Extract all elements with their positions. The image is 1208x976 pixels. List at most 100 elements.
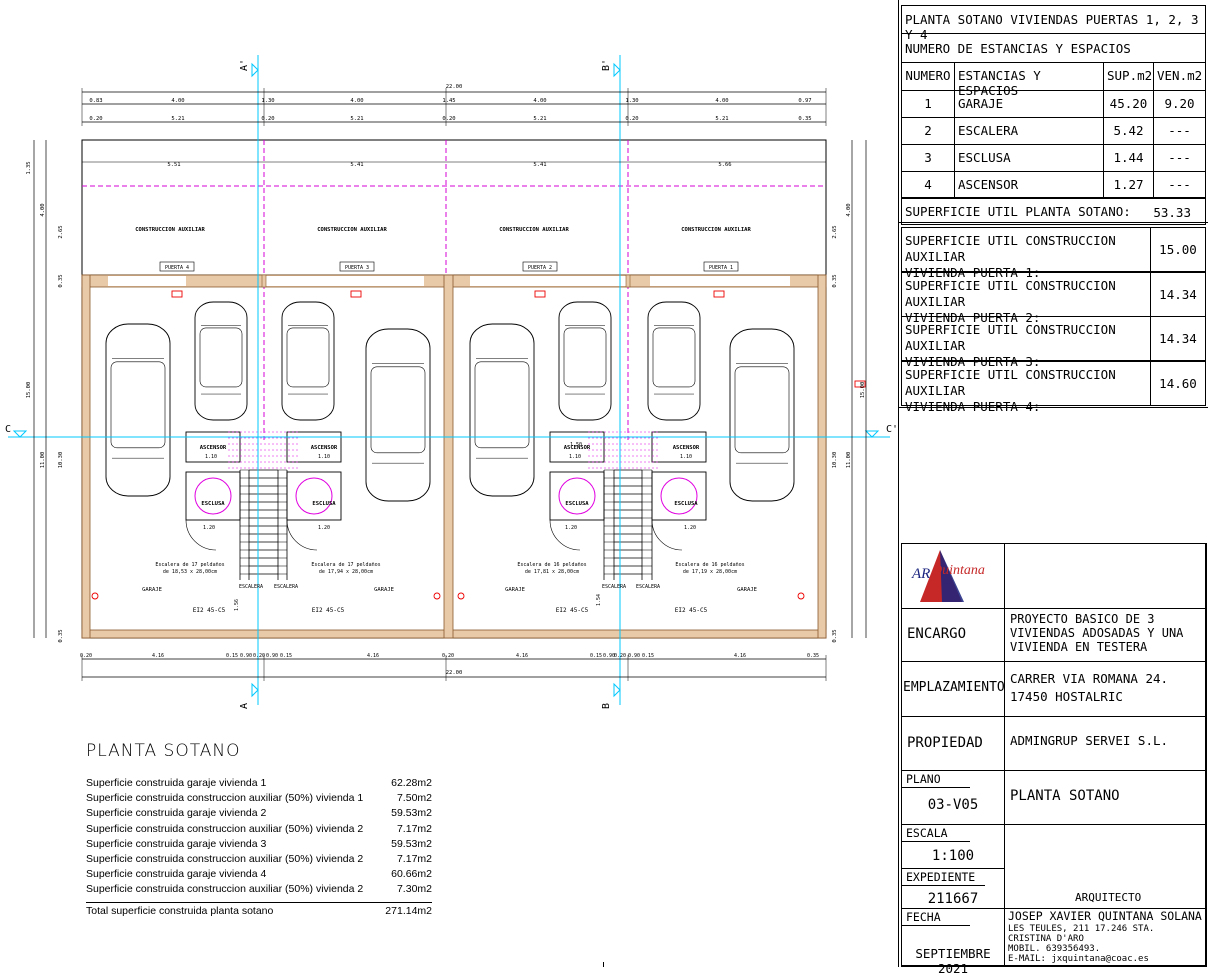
rooms-table-subtitle: NUMERO DE ESTANCIAS Y ESPACIOS [901, 33, 1206, 63]
garaje-label: GARAJE [142, 587, 162, 593]
dim-bottom-label: 0.20 [80, 653, 92, 659]
summary-label: Superficie construida construccion auxil… [86, 822, 364, 835]
extinguisher-mark [534, 290, 546, 298]
summary-row: Superficie construida garaje vivienda 1 6… [86, 776, 432, 791]
pillar [625, 274, 631, 288]
section-letter: A [239, 703, 250, 709]
summary-row: Superficie construida construccion auxil… [86, 791, 432, 806]
aux-row-line2: VIVIENDA PUERTA 2: [905, 309, 1041, 325]
car-outline [281, 301, 335, 421]
aux-row-line1: SUPERFICIE UTIL CONSTRUCCION AUXILIAR [905, 233, 1116, 264]
sheet-bottom-tick [603, 962, 604, 967]
car-roof [199, 327, 243, 388]
dim-top-label: 0.97 [798, 98, 811, 104]
arquitecto-name: JOSEP XAVIER QUINTANA SOLANA [1008, 909, 1202, 923]
core-dim-label: 1.20 [318, 525, 330, 531]
dim-bottom-label: 0.15 [590, 653, 602, 659]
esclusa-label: ESCLUSA [201, 501, 225, 507]
summary-value: 7.17m2 [396, 852, 432, 865]
summary-value: 62.28m2 [391, 777, 432, 789]
section-letter: A' [239, 59, 250, 71]
encargo-label-cell: ENCARGO [901, 608, 1005, 662]
propiedad-label-cell: PROPIEDAD [901, 716, 1005, 771]
stairs-label: Escalera de 17 peldaños [311, 562, 380, 568]
dim-overall-bottom-label: 22.00 [446, 670, 463, 676]
extinguisher-mark [171, 290, 183, 298]
rooms-table: PLANTA SOTANO VIVIENDAS PUERTAS 1, 2, 3 … [901, 5, 1206, 225]
extinguisher-mark [854, 380, 866, 388]
dim-bottom-label: 0.15 [280, 653, 292, 659]
arquitecto-signature-cell: ARQUITECTO [1004, 824, 1207, 909]
ascensor-label: ASCENSOR [564, 445, 591, 451]
dim-side-label: 4.00 [40, 203, 46, 216]
dim-top-label: 0.20 [625, 116, 638, 122]
aux-row-value-3: 14.60 [1150, 360, 1206, 406]
summary-value: 60.66m2 [391, 868, 432, 881]
row-0-sup: 45.20 [1103, 90, 1154, 118]
row-0-ven: 9.20 [1153, 90, 1206, 118]
summary-label: Superficie construida construccion auxil… [86, 883, 364, 896]
table-separator [899, 222, 1208, 223]
ascensor-label: ASCENSOR [673, 445, 700, 451]
header-0: NUMERO [901, 62, 955, 91]
summary-label: Superficie construida garaje vivienda 1 [86, 777, 267, 789]
dim-side-label: 15.00 [26, 382, 32, 399]
car-outline [647, 301, 701, 421]
rooms-table-title: PLANTA SOTANO VIVIENDAS PUERTAS 1, 2, 3 … [901, 5, 1206, 42]
dim-bottom-label: 0.15 [642, 653, 654, 659]
row-2-name: ESCLUSA [954, 144, 1104, 172]
door-swing [185, 519, 217, 551]
row-0-name: GARAJE [954, 90, 1104, 118]
area-summary: Superficie construida garaje vivienda 1 6… [86, 776, 432, 919]
dim-side-label: 10.30 [832, 452, 838, 469]
summary-value: 59.53m2 [391, 807, 432, 820]
expediente-label: EXPEDIENTE [902, 869, 985, 886]
core-dim-label: 1.10 [680, 454, 692, 460]
dim-side-label: 10.30 [58, 452, 64, 469]
ascensor-box [549, 431, 605, 463]
core-dim-label: 1.10 [205, 454, 217, 460]
dim-top-label: 5.21 [171, 116, 184, 122]
esclusa-label: ESCLUSA [565, 501, 589, 507]
row-1-sup: 5.42 [1103, 117, 1154, 145]
car-roof [652, 327, 696, 388]
header-1: ESTANCIAS Y ESPACIOS [954, 62, 1104, 98]
summary-value: 7.17m2 [396, 822, 432, 835]
row-1-ven: --- [1153, 117, 1206, 145]
turning-circle [660, 477, 698, 515]
summary-value: 59.53m2 [391, 837, 432, 850]
logo-cell: AR Quintana [901, 543, 1005, 609]
wall-right [817, 274, 827, 639]
turning-circle [194, 477, 232, 515]
logo-spacer [1004, 543, 1207, 609]
aux-row-value-2: 14.34 [1150, 316, 1206, 361]
aux-row-line1: SUPERFICIE UTIL CONSTRUCCION AUXILIAR [905, 277, 1116, 309]
dim-bottom-label: 0.90 [266, 653, 278, 659]
propiedad-value-cell: ADMINGRUP SERVEI S.L. [1004, 716, 1207, 771]
row-0-num: 1 [901, 90, 955, 118]
dim-bottom-label: 0.15 [226, 653, 238, 659]
car-outline [469, 323, 535, 497]
dim-inner-label: 5.41 [350, 162, 363, 168]
summary-row: Superficie construida construccion auxil… [86, 882, 432, 897]
summary-total-value: 271.14m2 [385, 904, 432, 917]
expediente-value: 211667 [927, 891, 979, 907]
dim-bottom-label: 0.20 [614, 653, 626, 659]
garaje-label: GARAJE [737, 587, 757, 593]
car-outline [105, 323, 171, 497]
section-marker [251, 682, 259, 698]
arquitecto-label: ARQUITECTO [1075, 891, 1142, 904]
summary-row: Superficie construida construccion auxil… [86, 852, 432, 867]
dim-top-label: 0.20 [89, 116, 102, 122]
wall-bottom [81, 629, 827, 639]
arquitecto-info-cell: JOSEP XAVIER QUINTANA SOLANA LES TEULES,… [1004, 908, 1207, 967]
ei-label: EI2 45-C5 [312, 607, 345, 614]
car-roof [110, 361, 166, 449]
dim-inner-label: 5.41 [533, 162, 546, 168]
core-dim-label: 1.50 [570, 442, 582, 448]
dim-top-label: 0.20 [261, 116, 274, 122]
emplazamiento-label-cell: EMPLAZAMIENTO [901, 661, 1005, 717]
summary-label: Superficie construida garaje vivienda 4 [86, 868, 267, 881]
ascensor-label: ASCENSOR [311, 445, 338, 451]
